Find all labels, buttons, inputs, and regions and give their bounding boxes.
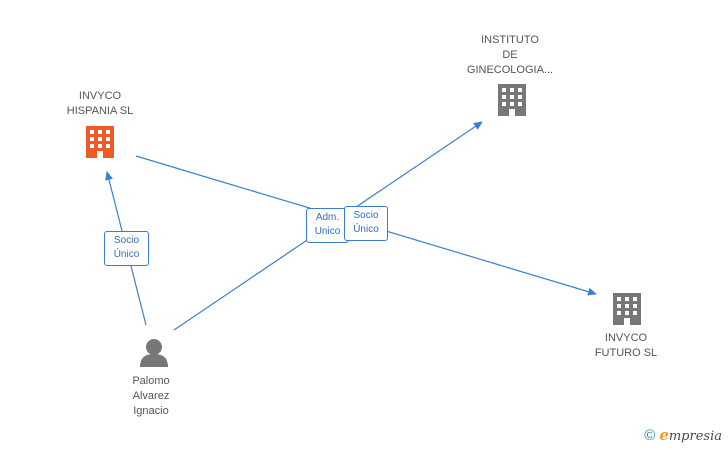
edge-label-adm-unico[interactable]: Adm. Unico: [306, 208, 349, 243]
building-icon[interactable]: [498, 84, 526, 116]
brand-initial: e: [659, 426, 669, 444]
person-icon[interactable]: [140, 339, 168, 367]
copyright-symbol: ©: [644, 426, 656, 444]
node-label-instituto[interactable]: INSTITUTO DE GINECOLOGIA...: [466, 34, 554, 76]
edge-label-socio-unico[interactable]: Socio Único: [344, 206, 388, 241]
empresia-logo: © empresia: [644, 426, 722, 444]
building-icon[interactable]: [613, 293, 641, 325]
brand-name: mpresia: [668, 429, 722, 444]
building-icon[interactable]: [86, 126, 114, 158]
node-label-invyco-futuro[interactable]: INVYCO FUTURO SL: [594, 332, 658, 359]
node-label-invyco-hispania[interactable]: INVYCO HISPANIA SL: [66, 90, 134, 117]
edge-label-socio-unico[interactable]: Socio Único: [104, 231, 149, 266]
node-label-palomo[interactable]: Palomo Alvarez Ignacio: [132, 375, 170, 417]
